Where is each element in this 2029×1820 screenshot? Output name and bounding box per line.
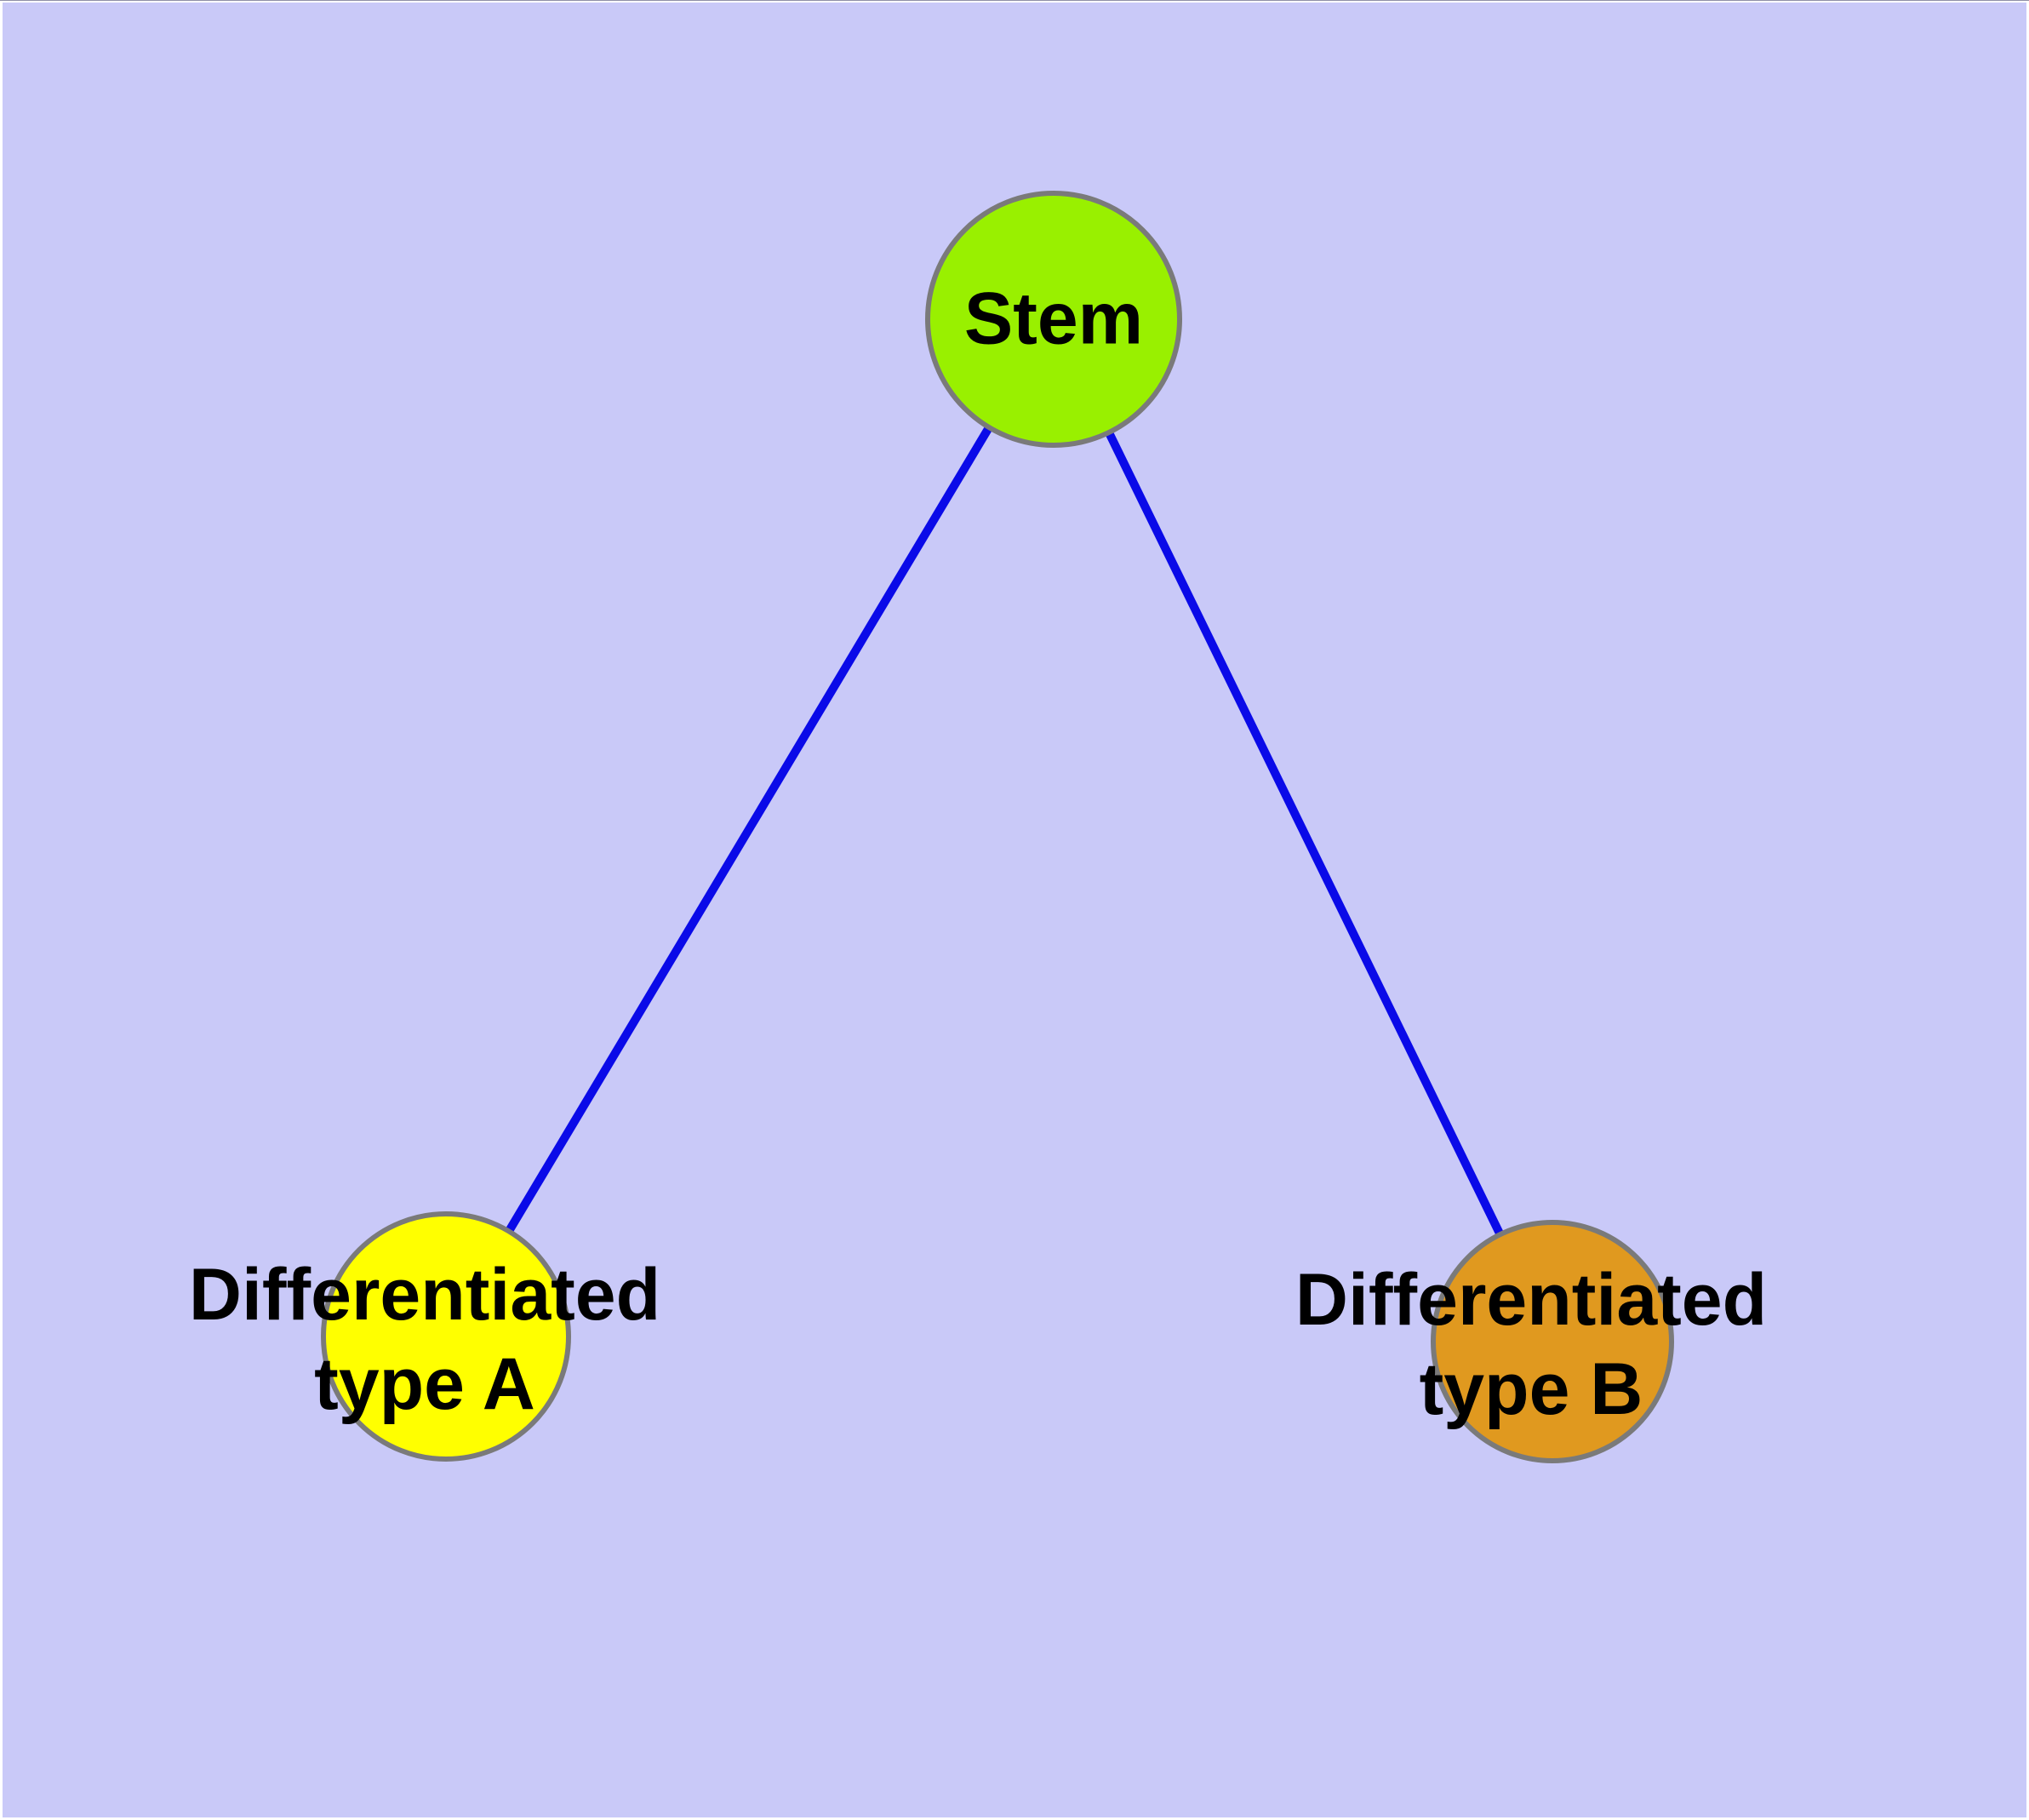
node-label-differentiated-type-a: Differentiated type A (188, 1254, 661, 1425)
node-stem (925, 191, 1182, 448)
edge-stem-to-type-b (1049, 317, 1557, 1344)
edge-stem-to-type-a (442, 317, 1058, 1339)
node-label-stem: Stem (963, 278, 1144, 360)
node-label-differentiated-type-b: Differentiated type B (1295, 1259, 1768, 1430)
node-differentiated-type-b (1431, 1220, 1674, 1463)
node-differentiated-type-a (321, 1211, 571, 1462)
